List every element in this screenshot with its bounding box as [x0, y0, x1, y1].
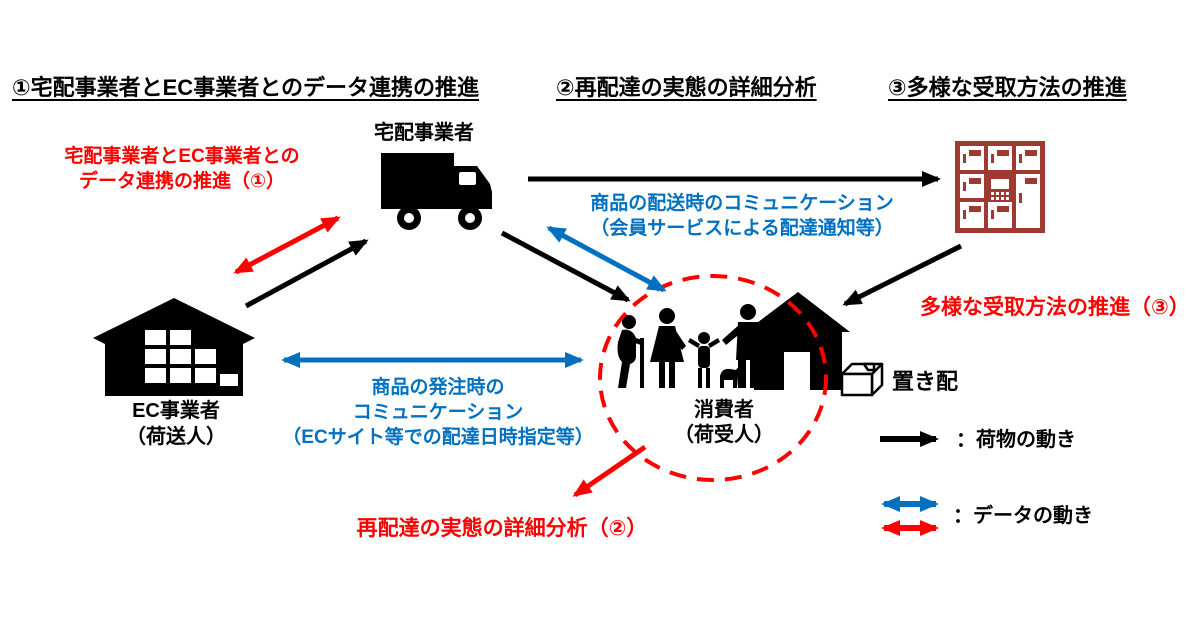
annotation-line: （ECサイト等での配達日時指定等）: [282, 427, 594, 448]
annotation-line: コミュニケーション: [352, 402, 524, 423]
legend-data-label: ：データの動き: [953, 505, 1093, 527]
carrier-label: 宅配事業者: [374, 122, 474, 144]
warehouse-icon: [93, 298, 255, 396]
annotation-line: データ連携の推進（①）: [78, 171, 286, 192]
annotation-line: （会員サービスによる配達通知等）: [590, 218, 894, 239]
arrow-carrier-to-consumer-parcel: [500, 230, 631, 303]
ec-label-line: EC事業者: [132, 400, 220, 422]
consumer-label-line: 消費者: [694, 399, 754, 421]
truck-icon: [381, 153, 492, 230]
annotation-line: 宅配事業者とEC事業者との: [64, 146, 300, 167]
family-house-icon: [617, 292, 850, 390]
consumer-label: 消費者 （荷受人）: [674, 398, 774, 448]
annotation-delivery-comm: 商品の配送時のコミュニケーション （会員サービスによる配達通知等）: [590, 191, 894, 241]
ec-label: EC事業者 （荷送人）: [126, 398, 226, 450]
parcel-box-icon: [840, 362, 884, 397]
arrow-consumer-redelivery: [572, 444, 647, 498]
consumer-label-line: （荷受人）: [674, 424, 774, 446]
legend-parcel-label: ：荷物の動き: [956, 429, 1076, 451]
annotation-redelivery: 再配達の実態の詳細分析（②）: [356, 517, 648, 540]
parcel-locker-icon: [955, 141, 1045, 233]
annotation-line: 商品の配送時のコミュニケーション: [590, 193, 894, 214]
annotation-data-linkage: 宅配事業者とEC事業者との データ連携の推進（①）: [64, 144, 299, 194]
arrow-ec-to-carrier-parcel: [244, 238, 369, 309]
okihai-label: 置き配: [892, 369, 959, 394]
header-item-2: ②再配達の実態の詳細分析: [556, 75, 817, 100]
header-item-3: ③多様な受取方法の推進: [888, 75, 1127, 100]
ec-label-line: （荷送人）: [126, 426, 226, 448]
annotation-order-comm: 商品の発注時の コミュニケーション （ECサイト等での配達日時指定等）: [282, 375, 593, 450]
annotation-line: 商品の発注時の: [371, 377, 505, 398]
header-item-1: ①宅配事業者とEC事業者とのデータ連携の推進: [12, 75, 479, 100]
annotation-receive-methods: 多様な受取方法の推進（③）: [920, 296, 1190, 319]
arrow-ec-carrier-data: [233, 215, 341, 275]
